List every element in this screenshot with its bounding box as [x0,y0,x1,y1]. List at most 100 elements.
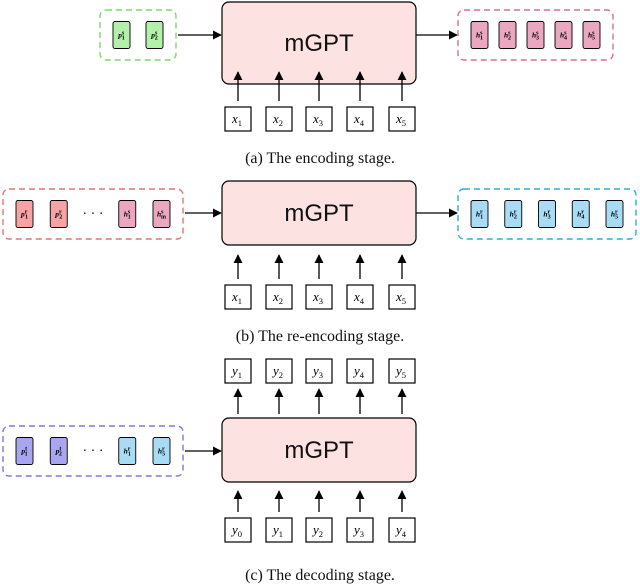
input-token-label: x1 [231,289,242,306]
svg-text:pr2: pr2 [54,210,62,221]
output-token-label: y5 [394,363,406,380]
input-token-label: x3 [312,111,323,128]
svg-text:pr1: pr1 [20,210,28,221]
input-token: x2 [265,106,293,132]
input-token-label: x5 [395,289,406,306]
model-label: mGPT [284,200,354,227]
stage-caption: (a) The encoding stage. [245,150,395,167]
input-token: x5 [388,106,416,132]
mgpt-model-box: mGPT [221,180,417,246]
output-token: y2 [265,358,293,384]
output-token-label: y1 [230,363,242,380]
output-token-label: y3 [311,363,323,380]
svg-text:hs5: hs5 [588,31,595,42]
stage-caption: (b) The re-encoding stage. [236,328,405,345]
input-token: x5 [388,284,416,310]
input-token: x3 [305,106,333,132]
svg-text:ps1: ps1 [117,31,125,42]
input-token: y3 [346,517,374,543]
input-token: x3 [305,284,333,310]
input-token-label: x2 [272,111,283,128]
model-label: mGPT [284,437,354,464]
ellipsis: · · · [83,207,104,222]
svg-text:hs4: hs4 [560,31,567,42]
input-token-label: x1 [231,111,242,128]
input-token: y0 [224,517,252,543]
input-token-label: y4 [394,522,407,539]
input-token-label: x4 [353,111,365,128]
model-label: mGPT [284,30,354,57]
input-token: x1 [224,106,252,132]
mgpt-model-box: mGPT [221,1,417,85]
output-token: y3 [305,358,333,384]
input-token-label: x5 [395,111,406,128]
svg-text:hs1: hs1 [124,210,131,221]
svg-text:hsm: hsm [157,210,166,221]
svg-text:pt1: pt1 [20,447,27,458]
input-token-label: x3 [312,289,323,306]
mgpt-model-box: mGPT [221,417,417,483]
input-token: x1 [224,284,252,310]
svg-text:hr1: hr1 [476,210,483,221]
input-token: y4 [388,517,416,543]
input-token: x4 [346,284,374,310]
svg-text:hr1: hr1 [124,447,131,458]
input-token-label: y0 [230,522,242,539]
output-token-label: y2 [271,363,283,380]
output-token-label: y4 [352,363,365,380]
svg-text:ps2: ps2 [150,31,158,42]
svg-text:hr2: hr2 [510,210,517,221]
svg-text:hr4: hr4 [577,210,584,221]
svg-text:hr3: hr3 [543,210,550,221]
svg-text:hr5: hr5 [611,210,618,221]
input-token: x2 [265,284,293,310]
input-token-label: y3 [352,522,364,539]
svg-text:hs1: hs1 [476,31,483,42]
input-token: x4 [346,106,374,132]
svg-text:hs2: hs2 [504,31,511,42]
svg-text:pt2: pt2 [55,447,62,458]
input-token-label: x2 [272,289,283,306]
input-token: y2 [305,517,333,543]
output-token: y1 [224,358,252,384]
svg-text:hs3: hs3 [532,31,539,42]
input-token-label: y2 [311,522,323,539]
stage-caption: (c) The decoding stage. [245,567,395,584]
input-token-label: x4 [353,289,365,306]
svg-text:hr5: hr5 [158,447,165,458]
input-token-label: y1 [271,522,283,539]
ellipsis: · · · [83,444,104,459]
output-token: y5 [388,358,416,384]
input-token: y1 [265,517,293,543]
output-token: y4 [346,358,374,384]
